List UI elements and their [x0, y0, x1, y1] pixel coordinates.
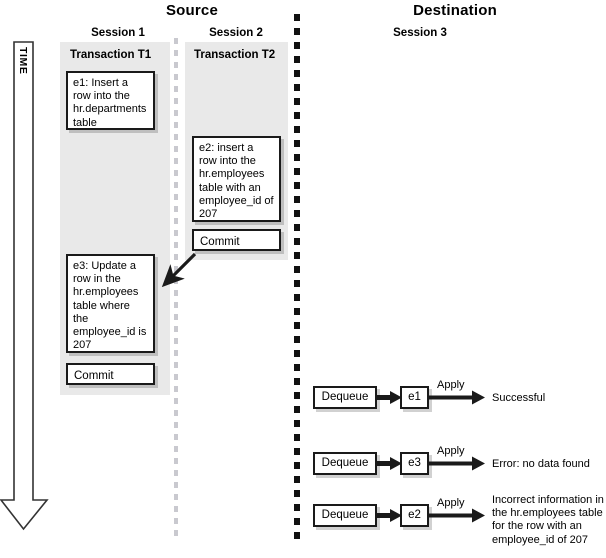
- event-box-e2: e2: insert a row into the hr.employees t…: [192, 136, 281, 222]
- apply-label-row-1: Apply: [437, 379, 465, 391]
- arrow-dequeue-to-event-row-3: [377, 509, 402, 522]
- event-box-e3: e3: Update a row in the hr.employees tab…: [66, 254, 155, 353]
- time-axis-arrow: [0, 41, 49, 531]
- destination-heading: Destination: [413, 2, 497, 19]
- dequeue-box-row-2: Dequeue: [313, 452, 377, 475]
- session-1-heading: Session 1: [91, 27, 145, 39]
- commit-box-t2: Commit: [192, 229, 281, 251]
- session-2-heading: Session 2: [209, 27, 263, 39]
- commit-box-t1: Commit: [66, 363, 155, 385]
- transaction-t2-title: Transaction T2: [194, 49, 276, 61]
- source-heading: Source: [165, 2, 219, 19]
- dequeue-box-row-1: Dequeue: [313, 386, 377, 409]
- arrow-dequeue-to-event-row-1: [377, 391, 402, 404]
- time-label: TIME: [17, 47, 29, 75]
- apply-label-row-2: Apply: [437, 445, 465, 457]
- dequeue-box-row-3: Dequeue: [313, 504, 377, 527]
- event-box-row-2: e3: [400, 452, 429, 475]
- dependency-arrow-t2-to-t1: [161, 252, 197, 288]
- result-text-row-1: Successful: [492, 392, 546, 404]
- arrow-apply-row-1: [429, 390, 485, 405]
- event-box-e1: e1: Insert a row into the hr.departments…: [66, 71, 155, 130]
- session-divider-dashed-line: [174, 38, 178, 542]
- event-box-row-1: e1: [400, 386, 429, 409]
- source-destination-divider: [294, 14, 300, 542]
- result-text-row-2: Error: no data found: [492, 458, 590, 470]
- arrow-apply-row-2: [429, 456, 485, 471]
- session-3-heading: Session 3: [393, 27, 447, 39]
- apply-label-row-3: Apply: [437, 497, 465, 509]
- arrow-apply-row-3: [429, 508, 485, 523]
- arrow-dequeue-to-event-row-2: [377, 457, 402, 470]
- transaction-t1-title: Transaction T1: [70, 49, 152, 61]
- event-box-row-3: e2: [400, 504, 429, 527]
- result-text-row-3: Incorrect information in the hr.employee…: [492, 494, 604, 546]
